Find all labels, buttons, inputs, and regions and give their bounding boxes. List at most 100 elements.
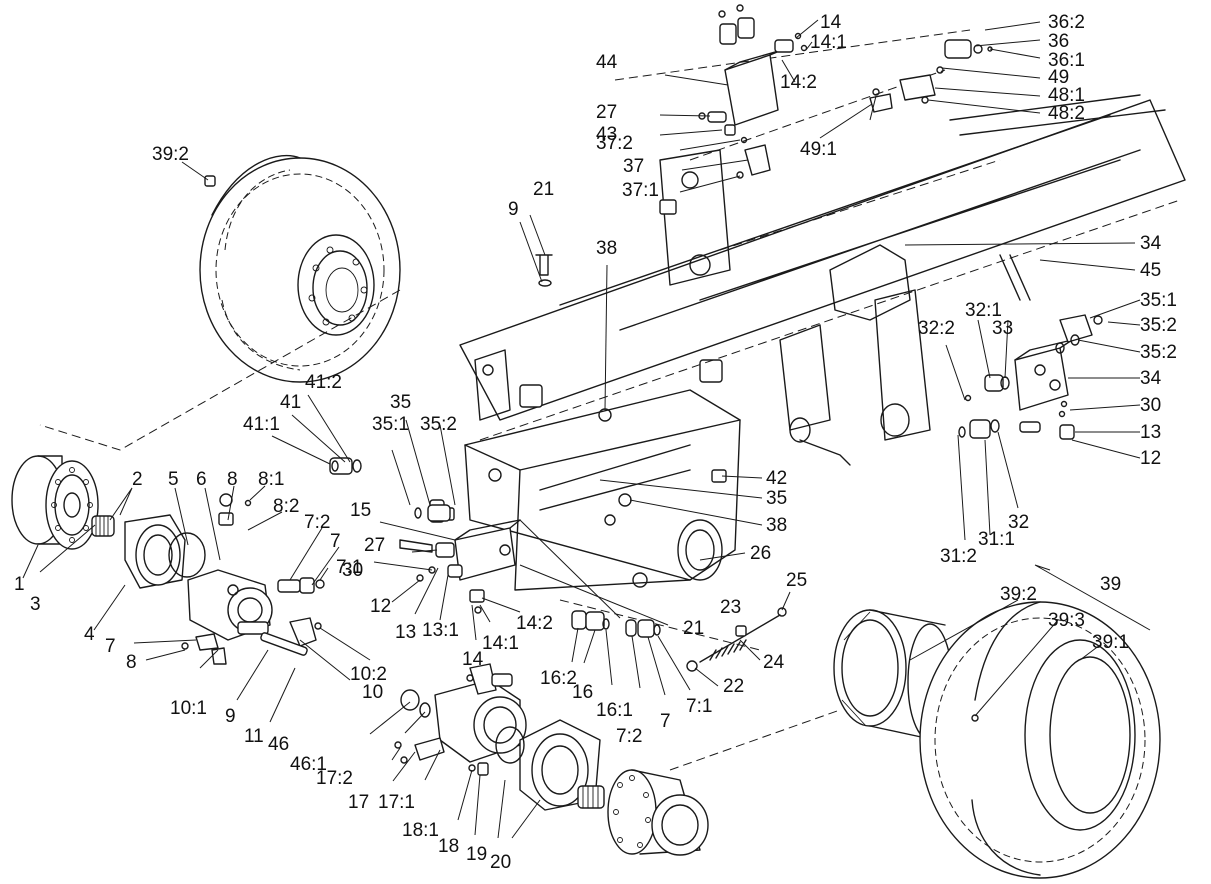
callout-14-mid: 14: [462, 649, 484, 670]
callout-8-2: 8:2: [273, 496, 299, 517]
callout-31-1: 31:2: [940, 546, 977, 567]
left-wheel-hub: [11, 455, 99, 550]
rim-bolt-circle: [308, 246, 368, 326]
callout-35-1-right: 35:2: [1140, 315, 1177, 336]
callout-27: 27: [364, 535, 385, 556]
callout-24: 24: [763, 652, 785, 673]
callout-35-right: 35:1: [1140, 290, 1177, 311]
callout-10-2: 10:2: [350, 664, 387, 685]
callout-17-2: 17:2: [316, 768, 353, 789]
leader-lines: [22, 19, 1151, 839]
callout-36-2: 36:2: [1048, 12, 1085, 33]
callout-7-top: 7: [330, 531, 341, 552]
callout-2: 2: [132, 469, 143, 490]
callout-35-mid: 35: [390, 392, 411, 413]
callout-34-mid: 35: [766, 488, 787, 509]
callout-37: 37: [623, 156, 644, 177]
left-gearbox: [124, 514, 206, 589]
callout-8: 8: [227, 469, 238, 490]
callout-11: 11: [244, 726, 264, 747]
callout-26: 26: [750, 543, 771, 564]
main-frame: [459, 29, 1186, 479]
callout-39-1: 39:1: [1092, 632, 1129, 653]
callout-14-1: 14:1: [810, 32, 847, 53]
callout-16-2: 16:2: [540, 668, 577, 689]
callout-14-2: 14:2: [780, 72, 817, 93]
right-drive-motor: [394, 663, 527, 776]
center-valve-block: [399, 499, 521, 614]
left-hose-fittings: [181, 493, 325, 665]
spring-assembly: [686, 607, 787, 672]
callout-41: 41: [280, 392, 301, 413]
callout-23: 23: [720, 597, 741, 618]
callout-31-2: 32: [1008, 512, 1029, 533]
callout-21-mid: 21: [683, 618, 704, 639]
callout-33: 34: [1140, 368, 1162, 389]
callout-17: 17: [348, 792, 369, 813]
callout-44: 44: [596, 52, 618, 73]
callout-21: 21: [533, 179, 554, 200]
callout-16-1: 16:1: [596, 700, 633, 721]
callout-12-right: 12: [1140, 448, 1161, 469]
left-drive-motor: [187, 569, 273, 641]
callout-4: 4: [84, 624, 95, 645]
callout-31: 31:1: [978, 529, 1015, 550]
callout-35-2-right: 35:2: [1140, 342, 1177, 363]
callout-42: 42: [766, 468, 787, 489]
callout-41-2: 41:2: [305, 372, 342, 393]
right-spline-coupler: [577, 785, 605, 809]
callout-37-2: 37:2: [596, 133, 633, 154]
callout-45: 45: [1140, 260, 1161, 281]
callout-25: 25: [786, 570, 807, 591]
callout-7-1-mid: 7:1: [686, 696, 712, 717]
callout-7-left: 7: [105, 636, 116, 657]
callout-8-left: 8: [126, 652, 137, 673]
callout-38-mid: 38: [766, 515, 787, 536]
callout-39-2: 39:2: [1000, 584, 1037, 605]
callout-10: 10: [362, 682, 383, 703]
callout-30: 27: [596, 102, 617, 123]
callout-13-right: 13: [1140, 422, 1161, 443]
callout-39-3: 39:3: [1048, 610, 1085, 631]
callout-32: 32:1: [965, 300, 1002, 321]
callout-labels: 39:2 21 9 38 44 27 43 37:2 37 37:1 14 14…: [14, 12, 1177, 873]
callout-9: 9: [508, 199, 519, 220]
right-wheel-hub: [607, 769, 709, 856]
callout-12-mid: 12: [370, 596, 391, 617]
callout-5: 5: [168, 469, 179, 490]
callout-7-mid: 7: [660, 711, 671, 732]
callout-19: 19: [466, 844, 487, 865]
callout-10-1: 10:1: [170, 698, 207, 719]
callout-22: 22: [723, 676, 744, 697]
callout-18: 18: [438, 836, 459, 857]
callout-46: 46: [268, 734, 289, 755]
right-tire: [919, 601, 1161, 879]
callout-1: 1: [14, 574, 25, 595]
callout-15: 15: [350, 500, 371, 521]
callout-38: 38: [596, 238, 617, 259]
callout-32-2: 33: [992, 318, 1013, 339]
callout-41-1: 41:1: [243, 414, 280, 435]
callout-16: 16: [572, 682, 593, 703]
callout-35-1-mid: 35:1: [372, 414, 409, 435]
callout-30-mid: 30: [342, 560, 363, 581]
callout-46-1: 46:1: [290, 754, 327, 775]
callout-36-1: 36:1: [1048, 50, 1085, 71]
callout-13-mid: 13: [395, 622, 416, 643]
callout-14: 14: [820, 12, 842, 33]
callout-9-left: 9: [225, 706, 236, 727]
callout-7-1: 7:1: [336, 557, 362, 578]
valve-stem: [971, 714, 979, 722]
callout-13-1: 13:1: [422, 620, 459, 641]
callout-37-1: 37:1: [622, 180, 659, 201]
callout-8-1: 8:1: [258, 469, 284, 490]
lug-nut: [204, 175, 216, 187]
axle-bracket: [464, 389, 741, 591]
callout-20: 20: [490, 852, 511, 873]
callout-48-2: 49: [1048, 67, 1069, 88]
rear-tire-assembly: [199, 154, 401, 383]
top-right-fittings: [869, 39, 993, 113]
callout-48: 48:1: [1048, 85, 1085, 106]
callout-48-1: 48:2: [1048, 103, 1085, 124]
